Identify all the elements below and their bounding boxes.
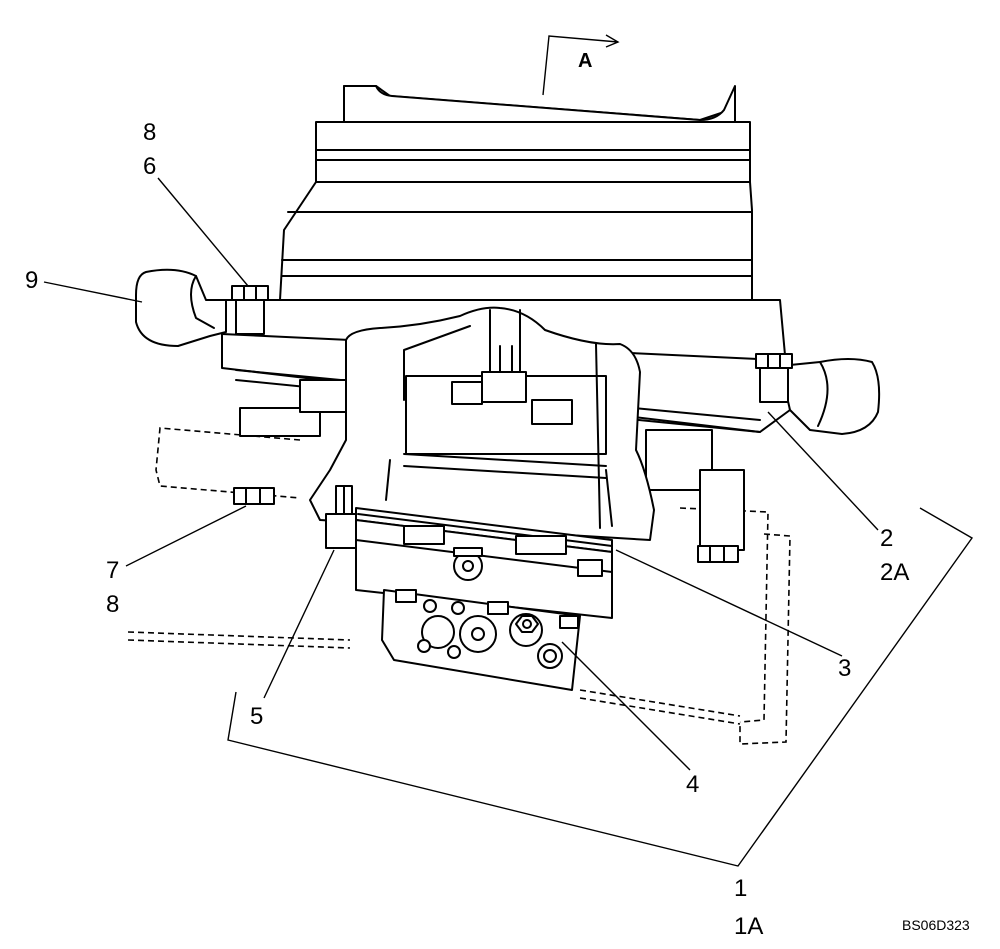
callout-4: 4 <box>686 771 699 798</box>
callout-8-bottom: 8 <box>106 591 119 618</box>
callout-2: 2 <box>880 525 893 552</box>
callout-1: 1 <box>734 875 747 902</box>
leader-lines <box>43 177 879 771</box>
drawing-reference-code: BS06D323 <box>902 917 970 933</box>
callout-9: 9 <box>25 267 38 294</box>
callout-1a: 1A <box>734 913 763 940</box>
callout-7: 7 <box>106 557 119 584</box>
callout-5: 5 <box>250 703 263 730</box>
valve-block <box>355 519 613 619</box>
assembly-bracket <box>227 507 974 867</box>
callout-labels: 8 6 9 2 2A 3 4 5 7 8 1 1A <box>25 119 909 940</box>
callout-3: 3 <box>838 655 851 682</box>
lower-manifold <box>381 589 581 691</box>
view-marker-label: A <box>578 50 592 72</box>
motor-housing <box>279 85 753 301</box>
cutaway-section <box>309 306 655 541</box>
section-view-marker: A <box>542 34 620 96</box>
flange-bolts <box>231 285 793 563</box>
callout-2a: 2A <box>880 559 909 586</box>
callout-6: 6 <box>143 153 156 180</box>
locating-pin <box>325 485 357 549</box>
callout-8-top: 8 <box>143 119 156 146</box>
